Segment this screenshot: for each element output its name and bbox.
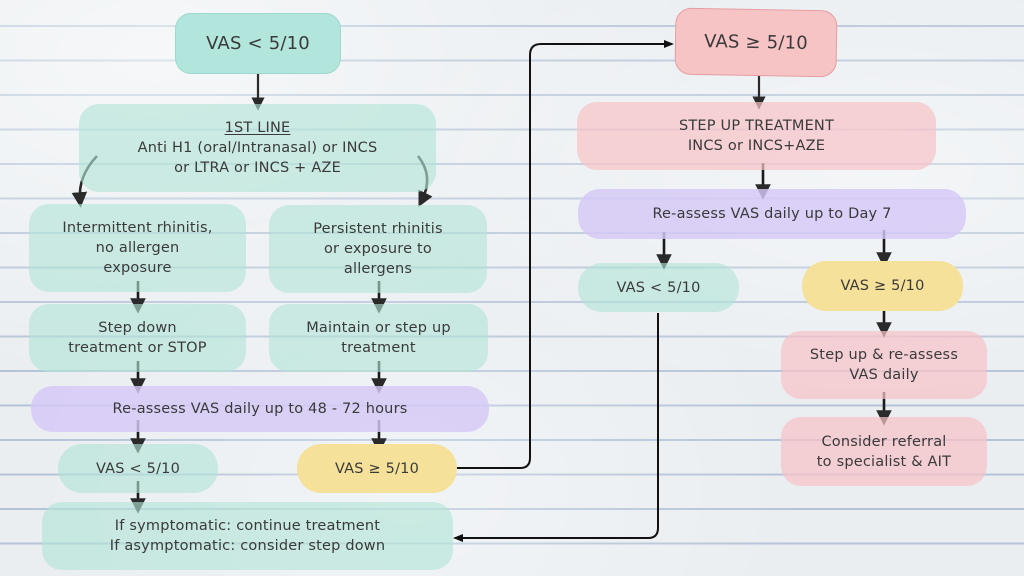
step-down-text-1: Step down (98, 320, 177, 336)
node-right-result-high: VAS ≥ 5/10 (802, 261, 963, 311)
persistent-text-1: Persistent rhinitis (313, 221, 443, 237)
step-up-text-1: STEP UP TREATMENT (678, 118, 835, 134)
node-right-start: VAS ≥ 5/10 (674, 7, 838, 78)
persistent-text-3: allergens (343, 261, 413, 277)
node-step-up-reassess: Step up & re-assess VAS daily (781, 331, 987, 399)
node-intermittent: Intermittent rhinitis, no allergen expos… (29, 204, 246, 292)
node-step-up: STEP UP TREATMENT INCS or INCS+AZE (577, 102, 936, 170)
outcome-text-1: If symptomatic: continue treatment (114, 518, 381, 534)
node-right-result-low: VAS < 5/10 (578, 263, 739, 312)
intermittent-text-3: exposure (103, 260, 172, 276)
left-result-high-label: VAS ≥ 5/10 (334, 460, 420, 477)
node-first-line: 1ST LINE Anti H1 (oral/Intranasal) or IN… (79, 104, 436, 192)
persistent-text-2: or exposure to (323, 241, 433, 257)
step-up-reassess-text-2: VAS daily (849, 367, 919, 383)
node-outcome: If symptomatic: continue treatment If as… (42, 502, 453, 570)
right-result-high-label: VAS ≥ 5/10 (840, 278, 925, 294)
node-maintain: Maintain or step up treatment (269, 304, 488, 372)
right-reassess-label: Re-assess VAS daily up to Day 7 (652, 206, 892, 222)
outcome-text-2: If asymptomatic: consider step down (109, 538, 386, 554)
first-line-text-2: or LTRA or INCS + AZE (174, 160, 341, 176)
step-up-text-2: INCS or INCS+AZE (687, 138, 826, 154)
intermittent-text-1: Intermittent rhinitis, (62, 220, 213, 236)
left-reassess-label: Re-assess VAS daily up to 48 - 72 hours (112, 401, 408, 417)
node-left-start: VAS < 5/10 (175, 13, 341, 74)
referral-text-2: to specialist & AIT (816, 453, 952, 470)
node-left-reassess: Re-assess VAS daily up to 48 - 72 hours (31, 386, 489, 432)
step-down-text-2: treatment or STOP (68, 340, 207, 356)
node-left-result-low: VAS < 5/10 (58, 444, 218, 493)
right-result-low-label: VAS < 5/10 (616, 279, 701, 296)
step-up-reassess-text-1: Step up & re-assess (809, 347, 959, 363)
referral-text-1: Consider referral (821, 433, 947, 450)
node-right-reassess: Re-assess VAS daily up to Day 7 (578, 189, 966, 239)
first-line-heading: 1ST LINE (224, 120, 291, 136)
node-step-down: Step down treatment or STOP (29, 304, 246, 372)
node-left-result-high: VAS ≥ 5/10 (297, 444, 457, 493)
right-start-label: VAS ≥ 5/10 (703, 30, 809, 54)
node-persistent: Persistent rhinitis or exposure to aller… (269, 205, 487, 293)
node-referral: Consider referral to specialist & AIT (781, 417, 987, 486)
intermittent-text-2: no allergen (95, 240, 180, 256)
maintain-text-2: treatment (341, 340, 416, 356)
left-result-low-label: VAS < 5/10 (95, 460, 181, 477)
first-line-text-1: Anti H1 (oral/Intranasal) or INCS (137, 140, 378, 156)
left-start-label: VAS < 5/10 (206, 32, 310, 54)
maintain-text-1: Maintain or step up (306, 320, 451, 336)
